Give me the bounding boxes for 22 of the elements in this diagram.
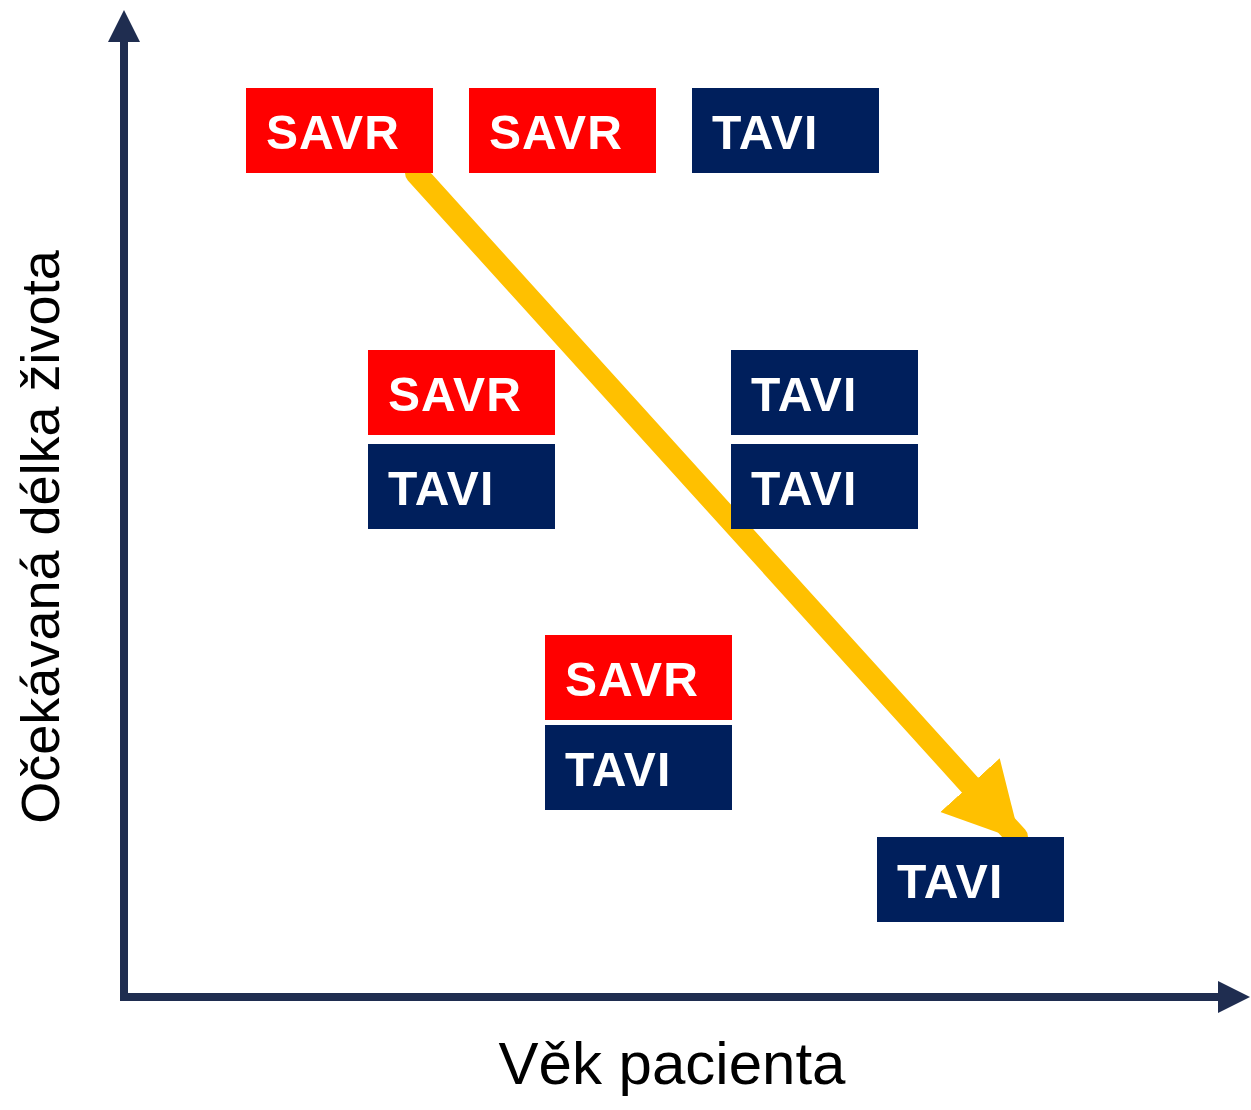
treatment-label: SAVR (489, 105, 623, 160)
treatment-label: SAVR (565, 652, 699, 707)
treatment-label: TAVI (388, 461, 495, 516)
treatment-label: TAVI (565, 742, 672, 797)
treatment-box (469, 88, 656, 173)
treatment-label: SAVR (388, 367, 522, 422)
treatment-box (246, 88, 433, 173)
treatment-box (368, 444, 555, 529)
treatment-box (368, 350, 555, 435)
treatment-label: TAVI (751, 461, 858, 516)
treatment-label: SAVR (266, 105, 400, 160)
treatment-box (877, 837, 1064, 922)
y-axis-title: Očekávaná délka života (9, 250, 71, 824)
treatment-label: TAVI (751, 367, 858, 422)
treatment-box (545, 725, 732, 810)
treatment-box (731, 444, 918, 529)
x-axis-title: Věk pacienta (498, 1028, 846, 1098)
treatment-box (692, 88, 879, 173)
treatment-label: TAVI (712, 105, 819, 160)
treatment-label: TAVI (897, 854, 1004, 909)
treatment-box (731, 350, 918, 435)
treatment-box (545, 635, 732, 720)
